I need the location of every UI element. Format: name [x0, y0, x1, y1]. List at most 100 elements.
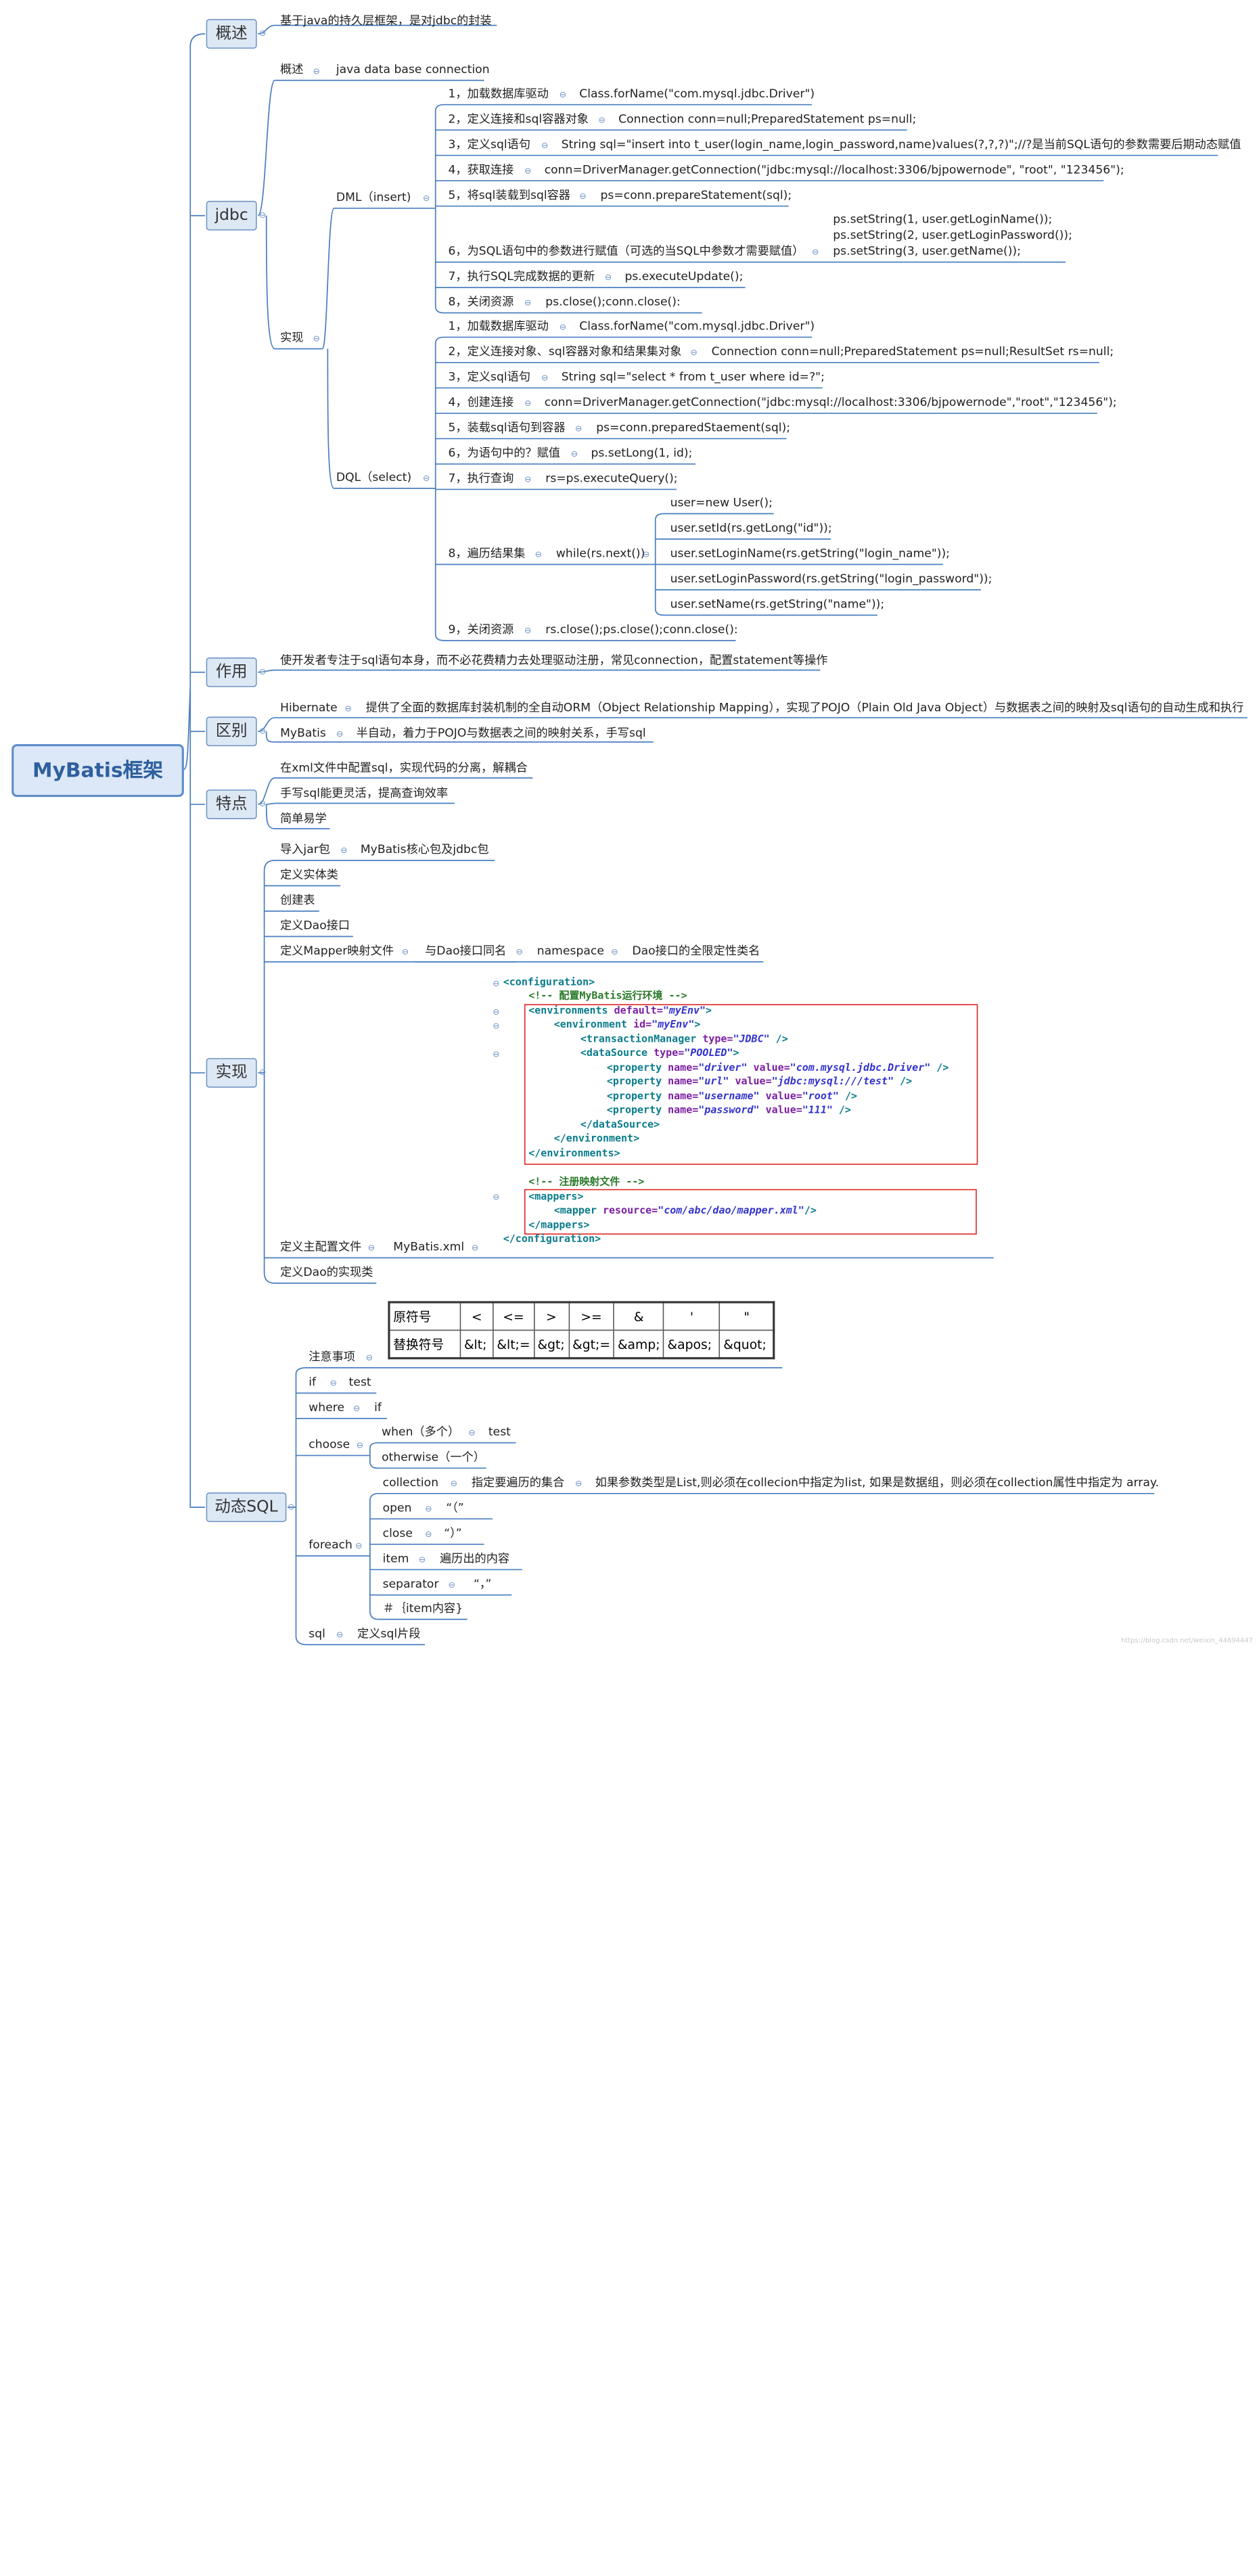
while-child-3: user.setLoginName(rs.getString("login_na…: [670, 546, 950, 561]
escape-cell: 替换符号: [388, 1329, 461, 1359]
jdbc-impl-label[interactable]: 实现: [280, 331, 304, 345]
dql-detail-4: conn=DriverManager.getConnection("jdbc:m…: [544, 395, 1117, 409]
impl-mapper-same-name[interactable]: 与Dao接口同名: [425, 944, 507, 958]
escape-cell: 原符号: [388, 1302, 461, 1331]
dyn-open[interactable]: open: [382, 1500, 412, 1515]
impl-main-config[interactable]: 定义主配置文件: [280, 1239, 362, 1254]
dql-step-7[interactable]: 7，执行查询: [448, 471, 514, 486]
node-features[interactable]: 特点: [206, 789, 257, 819]
dql-step-2[interactable]: 2，定义连接对象、sql容器对象和结果集对象: [448, 344, 682, 359]
dml-detail-2: Connection conn=null;PreparedStatement p…: [618, 112, 917, 126]
dml-label[interactable]: DML（insert): [336, 190, 411, 204]
root-node[interactable]: MyBatis框架: [12, 744, 184, 798]
dyn-if[interactable]: if: [308, 1375, 317, 1389]
escape-cell: >=: [568, 1302, 615, 1331]
diff-mybatis[interactable]: MyBatis: [280, 726, 326, 740]
impl-entity[interactable]: 定义实体类: [280, 867, 338, 882]
jdbc-overview-text: java data base connection: [336, 62, 490, 76]
purpose-text: 使开发者专注于sql语句本身，而不必花费精力去处理驱动注册，常见connecti…: [280, 653, 828, 667]
dyn-when[interactable]: when（多个）: [382, 1425, 460, 1439]
dql-step-5[interactable]: 5，装载sql语句到容器: [448, 420, 566, 435]
dyn-open-val: “（”: [446, 1500, 464, 1515]
dql-step-3[interactable]: 3，定义sql语句: [448, 369, 531, 384]
dml-step-3[interactable]: 3，定义sql语句: [448, 137, 531, 152]
impl-dao-impl[interactable]: 定义Dao的实现类: [280, 1265, 373, 1279]
dml-step-4[interactable]: 4，获取连接: [448, 162, 514, 177]
dyn-collection[interactable]: collection: [382, 1475, 439, 1490]
dyn-close[interactable]: close: [382, 1526, 413, 1540]
dql-step-4[interactable]: 4，创建连接: [448, 395, 514, 409]
dml-detail-3: String sql="insert into t_user(login_nam…: [561, 137, 1241, 152]
dml-detail-5: ps=conn.prepareStatement(sql);: [600, 188, 792, 202]
node-difference[interactable]: 区别: [206, 716, 257, 747]
overview-text: 基于java的持久层框架，是对jdbc的封装: [280, 14, 492, 28]
node-jdbc[interactable]: jdbc: [206, 200, 257, 231]
dyn-foreach[interactable]: foreach: [308, 1538, 352, 1552]
impl-dao-interface[interactable]: 定义Dao接口: [280, 918, 350, 933]
dyn-sql[interactable]: sql: [308, 1626, 325, 1640]
dql-step-1[interactable]: 1，加载数据库驱动: [448, 319, 549, 334]
escape-cell: &: [613, 1302, 664, 1331]
dql-detail-1: Class.forName("com.mysql.jdbc.Driver"): [579, 319, 815, 334]
dql-detail-8[interactable]: while(rs.next()): [555, 546, 645, 561]
dql-detail-5: ps=conn.preparedStaement(sql);: [596, 420, 791, 435]
dml-detail-6-line-2: ps.setString(2, user.getLoginPassword())…: [833, 228, 1072, 242]
diff-mybatis-text: 半自动，着力于POJO与数据表之间的映射关系，手写sql: [356, 726, 646, 740]
dql-detail-9: rs.close();ps.close();conn.close():: [545, 622, 738, 637]
dyn-separator[interactable]: separator: [382, 1577, 439, 1591]
node-implementation[interactable]: 实现: [206, 1058, 257, 1088]
dyn-where[interactable]: where: [308, 1400, 345, 1414]
while-child-2: user.setId(rs.getLong("id"));: [670, 521, 832, 535]
dyn-separator-val: “，”: [474, 1577, 492, 1591]
dyn-notes[interactable]: 注意事项: [308, 1350, 355, 1364]
dml-step-8[interactable]: 8，关闭资源: [448, 294, 514, 309]
node-purpose[interactable]: 作用: [206, 657, 257, 687]
dyn-item[interactable]: item: [382, 1551, 409, 1566]
dql-step-8[interactable]: 8，遍历结果集: [448, 546, 526, 561]
dml-step-2[interactable]: 2，定义连接和sql容器对象: [448, 112, 589, 126]
dml-detail-6-line-1: ps.setString(1, user.getLoginName());: [833, 212, 1053, 227]
impl-mapper-fqcn: Dao接口的全限定性类名: [632, 944, 760, 958]
escape-cell: <=: [493, 1302, 534, 1331]
dml-detail-4: conn=DriverManager.getConnection("jdbc:m…: [544, 162, 1124, 177]
dql-label[interactable]: DQL（select): [336, 470, 412, 484]
feature-2: 手写sql能更灵活，提高查询效率: [280, 786, 449, 800]
feature-1: 在xml文件中配置sql，实现代码的分离，解耦合: [280, 761, 528, 775]
dql-detail-7: rs=ps.executeQuery();: [545, 471, 678, 486]
diff-hibernate[interactable]: Hibernate: [280, 700, 338, 715]
dml-step-1[interactable]: 1，加载数据库驱动: [448, 87, 549, 101]
while-child-4: user.setLoginPassword(rs.getString("logi…: [670, 572, 992, 586]
escape-cell: &amp;: [613, 1329, 664, 1359]
while-child-5: user.setName(rs.getString("name"));: [670, 597, 885, 612]
dyn-choose[interactable]: choose: [308, 1438, 350, 1452]
impl-main-config-file[interactable]: MyBatis.xml: [393, 1239, 465, 1254]
escape-cell: &gt;: [533, 1329, 570, 1359]
dml-detail-8: ps.close();conn.close():: [545, 294, 681, 309]
jdbc-overview-label[interactable]: 概述: [280, 62, 304, 76]
dml-detail-6-line-3: ps.setString(3, user.getName());: [833, 244, 1021, 258]
escape-cell: &lt;: [459, 1329, 494, 1359]
dql-step-9[interactable]: 9，关闭资源: [448, 622, 514, 637]
dml-step-6[interactable]: 6，为SQL语句中的参数进行赋值（可选的当SQL中参数才需要赋值）: [448, 244, 804, 258]
impl-import-jar[interactable]: 导入jar包: [280, 842, 331, 856]
escape-cell: &lt;=: [493, 1329, 534, 1359]
impl-mapper-namespace[interactable]: namespace: [536, 944, 604, 958]
dql-step-6[interactable]: 6，为语句中的？赋值: [448, 446, 561, 460]
dyn-collection-note: 如果参数类型是List,则必须在collecion中指定为list, 如果是数据…: [595, 1475, 1160, 1490]
dml-step-7[interactable]: 7，执行SQL完成数据的更新: [448, 269, 595, 283]
impl-mapper[interactable]: 定义Mapper映射文件: [280, 944, 394, 958]
dyn-collection-desc[interactable]: 指定要遍历的集合: [471, 1475, 565, 1490]
node-overview[interactable]: 概述: [206, 19, 257, 49]
dml-detail-7: ps.executeUpdate();: [624, 269, 744, 283]
dyn-item-val: 遍历出的内容: [440, 1551, 510, 1566]
escape-cell: >: [533, 1302, 570, 1331]
escape-cell: ": [719, 1302, 775, 1331]
escape-cell: &quot;: [719, 1329, 775, 1359]
node-dynamic-sql[interactable]: 动态SQL: [206, 1492, 287, 1522]
escape-cell: &apos;: [663, 1329, 721, 1359]
dyn-otherwise[interactable]: otherwise（一个）: [382, 1450, 485, 1465]
dml-step-5[interactable]: 5，将sql装载到sql容器: [448, 188, 571, 202]
watermark: https://blog.csdn.net/weixin_44694447: [1120, 1637, 1253, 1644]
dyn-when-test: test: [488, 1425, 511, 1439]
impl-table[interactable]: 创建表: [280, 893, 315, 907]
